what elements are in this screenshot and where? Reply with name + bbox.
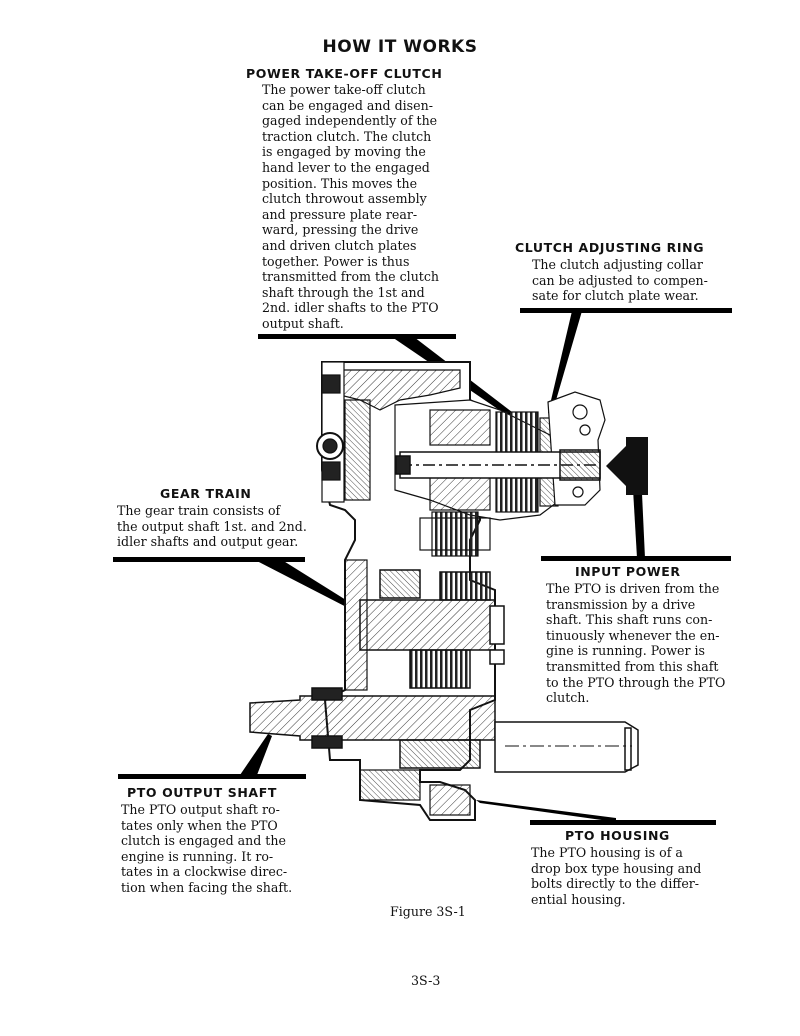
page-number: 3S-3 <box>411 973 441 988</box>
pto-output-shaft-rule <box>118 774 306 779</box>
input-power-text: The PTO is driven from the transmission … <box>546 581 726 706</box>
drive-shaft <box>494 721 639 773</box>
idler-gear-upper <box>419 511 491 557</box>
pto-clutch-text: The power take-off clutch can be engaged… <box>262 82 440 331</box>
input-shaft <box>395 449 601 481</box>
pto-output-shaft-heading: PTO OUTPUT SHAFT <box>127 785 277 800</box>
pto-clutch-heading: POWER TAKE-OFF CLUTCH <box>246 66 443 81</box>
input-power-arrow <box>606 437 648 495</box>
pto-housing-heading: PTO HOUSING <box>565 828 670 843</box>
input-power-rule <box>541 556 731 561</box>
pto-housing-text: The PTO housing is of a drop box type ho… <box>531 845 702 907</box>
pto-output-shaft <box>249 687 496 769</box>
figure-caption: Figure 3S-1 <box>390 904 466 919</box>
gear-train-heading: GEAR TRAIN <box>160 486 252 501</box>
input-power-heading: INPUT POWER <box>575 564 681 579</box>
housing-bottom-flange <box>359 769 471 816</box>
page-title: HOW IT WORKS <box>322 37 478 57</box>
pto-housing-rule <box>530 820 716 825</box>
idler-shaft-middle <box>359 569 505 689</box>
clutch-adjusting-ring-rule <box>520 308 732 313</box>
clutch-adjusting-ring-text: The clutch adjusting collar can be adjus… <box>532 257 708 304</box>
clutch-adjusting-ring-heading: CLUTCH ADJUSTING RING <box>515 240 705 255</box>
gear-train-rule <box>113 557 305 562</box>
pto-output-shaft-text: The PTO output shaft ro- tates only when… <box>121 802 293 895</box>
pto-clutch-rule <box>258 334 456 339</box>
gear-train-text: The gear train consists of the output sh… <box>117 503 307 550</box>
upper-housing-hatch <box>316 361 461 503</box>
left-housing-wall <box>344 399 371 691</box>
